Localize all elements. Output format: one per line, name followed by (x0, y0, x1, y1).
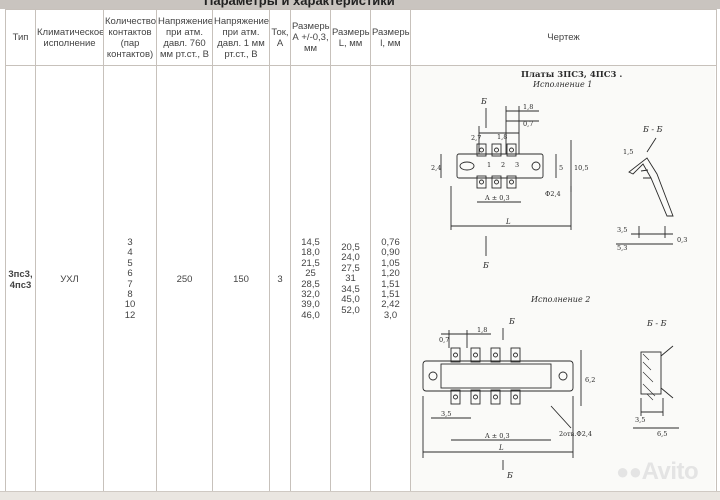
dim-10-5: 10,5 (574, 164, 588, 172)
v2-dim-a: A ± 0,3 (484, 432, 510, 440)
section-header-bar: Параметры и характеристики (0, 0, 720, 9)
header-climate: Климатическое исполнение (35, 9, 104, 66)
dim-3-5: 3,5 (617, 226, 627, 234)
v1-section-letter-bottom: Б (482, 261, 489, 270)
variant2-plate (422, 328, 582, 470)
cell-contacts: 3 4 5 6 7 8 10 12 (103, 65, 157, 494)
header-contacts: Количество контактов (пар контактов) (103, 9, 157, 66)
v2-dim-6-2: 6,2 (585, 376, 595, 384)
table-header-row: Тип Климатическое исполнение Количество … (5, 9, 717, 66)
specs-table: Тип Климатическое исполнение Количество … (5, 9, 717, 494)
cell-size-a: 14,5 18,0 21,5 25 28,5 32,0 39,0 46,0 (290, 65, 331, 494)
dim-phi: Φ2,4 (545, 190, 561, 198)
cell-climate: УХЛ (35, 65, 104, 494)
section-title: Параметры и характеристики (204, 0, 395, 8)
header-size-a: Размеры А +/-0,3, мм (290, 9, 331, 66)
table-row: 3пс3, 4пс3 УХЛ 3 4 5 6 7 8 10 12 250 150… (5, 65, 717, 494)
avito-watermark: ●●Avito (616, 458, 699, 486)
header-voltage-1mm: Напряжение при атм. давл. 1 мм рт.ст., В (212, 9, 270, 66)
dim-0-3: 0,3 (677, 236, 687, 244)
v2-dim-3-5: 3,5 (441, 410, 451, 418)
variant1-label: Исполнение 1 (532, 80, 592, 89)
size-l-values: 0,76 0,90 1,05 1,20 1,51 1,51 2,42 3,0 (381, 236, 400, 321)
header-voltage-atm: Напряжение при атм. давл. 760 мм рт.ст.,… (156, 9, 213, 66)
cell-drawing: Платы 3ПС3, 4ПС3 . Исполнение 1 (410, 65, 717, 494)
v2-section-letter-top: Б (508, 317, 515, 326)
pin-label-1: 1 (487, 161, 491, 169)
section-bb-2: Б - Б (646, 319, 667, 328)
header-current: Ток, А (269, 9, 291, 66)
dim-1-8: 1,8 (523, 103, 533, 111)
v2-dim-L: L (498, 444, 504, 452)
dim-0-7: 0,7 (523, 120, 533, 128)
header-type: Тип (5, 9, 36, 66)
v2-dim-0-7: 0,7 (439, 336, 449, 344)
header-drawing: Чертеж (410, 9, 717, 66)
watermark-text: Avito (641, 458, 699, 485)
drawing-title: Платы 3ПС3, 4ПС3 . (521, 70, 622, 80)
variant2-label: Исполнение 2 (530, 295, 590, 304)
v2-dim-3-5-b: 3,5 (635, 416, 645, 424)
dim-5: 5 (559, 164, 563, 172)
cell-type: 3пс3, 4пс3 (5, 65, 36, 494)
v2-section-letter-bottom: Б (506, 471, 513, 480)
dim-a: A ± 0,3 (484, 194, 510, 202)
v2-dim-1-8: 1,8 (477, 326, 487, 334)
v1-section-profile (616, 137, 674, 245)
v2-dim-6-5: 6,5 (657, 430, 667, 438)
technical-drawing: Платы 3ПС3, 4ПС3 . Исполнение 1 (411, 66, 715, 493)
pin-label-2: 2 (501, 161, 505, 169)
dim-2-7: 2,7 (471, 134, 481, 142)
pin-label-3: 3 (515, 161, 519, 169)
dim-1-8-b: 1,8 (497, 133, 507, 141)
dim-1-5: 1,5 (623, 148, 633, 156)
cell-voltage-atm: 250 (156, 65, 213, 494)
size-L-values: 20,5 24,0 27,5 31 34,5 45,0 52,0 (341, 242, 360, 316)
footer-bar (0, 491, 720, 500)
cell-voltage-1mm: 150 (212, 65, 270, 494)
v2-section-profile (633, 345, 679, 429)
header-size-l: Размеры l, мм (370, 9, 411, 66)
contacts-values: 3 4 5 6 7 8 10 12 (124, 236, 136, 321)
dim-5-3: 5,3 (617, 244, 627, 252)
dim-2-4: 2,4 (431, 164, 441, 172)
header-size-L: Размеры L, мм (330, 9, 371, 66)
v2-dim-holes: 2отв.Φ2,4 (559, 430, 592, 438)
avito-logo-icon: ●● (616, 459, 642, 484)
cell-current: 3 (269, 65, 291, 494)
v1-section-letter-top: Б (480, 97, 487, 106)
dim-L: L (505, 218, 511, 226)
variant1-plate (440, 106, 572, 256)
size-a-values: 14,5 18,0 21,5 25 28,5 32,0 39,0 46,0 (301, 236, 320, 321)
cell-size-l: 0,76 0,90 1,05 1,20 1,51 1,51 2,42 3,0 (370, 65, 411, 494)
cell-size-L: 20,5 24,0 27,5 31 34,5 45,0 52,0 (330, 65, 371, 494)
section-bb-1: Б - Б (642, 125, 663, 134)
